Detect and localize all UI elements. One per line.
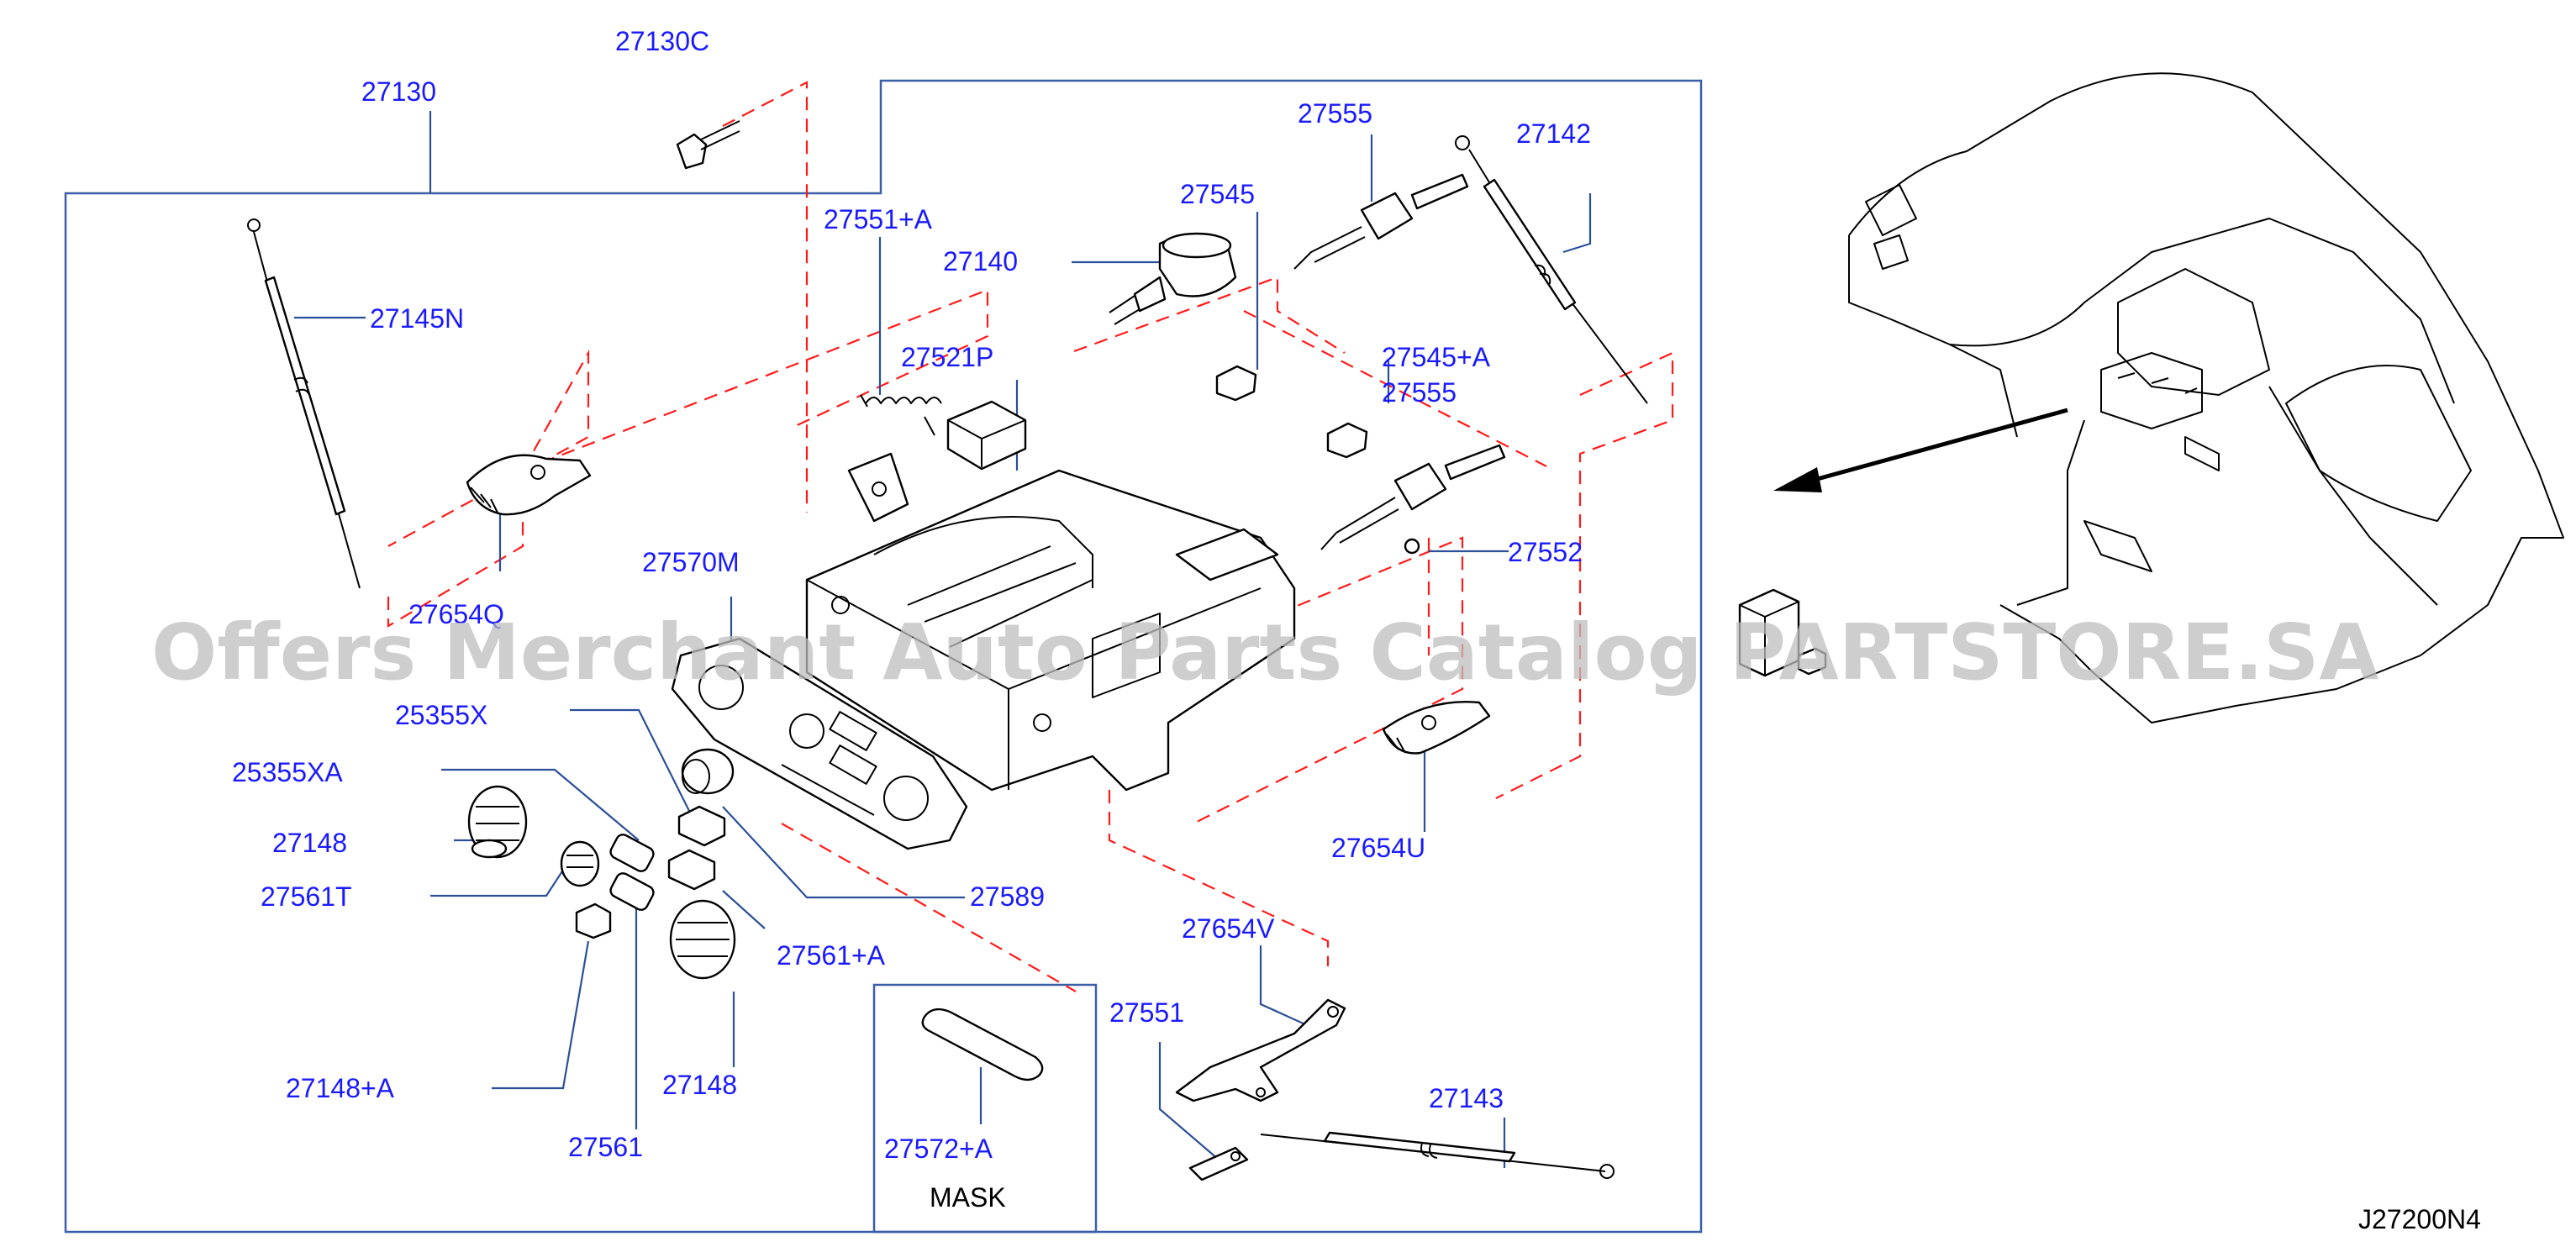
label-27130: 27130 xyxy=(361,76,436,107)
label-27145N: 27145N xyxy=(370,303,464,334)
label-27130C: 27130C xyxy=(615,26,709,56)
button-25355XA xyxy=(609,834,655,911)
label-27521P: 27521P xyxy=(901,342,993,372)
label-27143: 27143 xyxy=(1429,1083,1504,1113)
label-27572A: 27572+A xyxy=(884,1134,993,1164)
label-27148-b: 27148 xyxy=(662,1070,737,1100)
switch-27561A xyxy=(667,849,716,891)
label-27555-a: 27555 xyxy=(1298,98,1372,129)
label-27140: 27140 xyxy=(943,246,1018,276)
label-27552: 27552 xyxy=(1508,537,1583,567)
knob-27561T xyxy=(560,840,600,887)
clip-27545A xyxy=(1326,422,1368,459)
mask-label: MASK xyxy=(930,1182,1006,1213)
label-27561A: 27561+A xyxy=(777,940,886,971)
label-27654V: 27654V xyxy=(1182,913,1275,944)
clip-27545 xyxy=(1215,365,1257,402)
cable-27143 xyxy=(1260,1131,1615,1179)
label-27654U: 27654U xyxy=(1331,833,1425,863)
label-27551A: 27551+A xyxy=(824,204,933,234)
label-25355XA: 25355XA xyxy=(232,757,343,787)
cable-27142 xyxy=(1455,135,1648,404)
leader-lines xyxy=(294,111,1592,1168)
cable-27145N xyxy=(247,218,361,589)
knob-27148A xyxy=(575,902,612,939)
label-25355X: 25355X xyxy=(395,700,487,730)
spring-27551A xyxy=(860,394,942,436)
label-27555-b: 27555 xyxy=(1382,377,1457,408)
shaft-27555-upper xyxy=(1293,173,1469,270)
side-clip xyxy=(1738,588,1827,677)
main-frame xyxy=(64,79,1703,1234)
ball-27552 xyxy=(1404,538,1420,555)
dashboard-inset xyxy=(1848,72,2564,723)
label-27654Q: 27654Q xyxy=(408,599,504,629)
switch-25355X xyxy=(677,805,726,847)
assembly-dashed-lines xyxy=(387,81,1674,992)
label-27142: 27142 xyxy=(1516,118,1591,149)
label-27148-a: 27148 xyxy=(272,828,347,858)
actuator-27140 xyxy=(1109,232,1237,325)
label-27589: 27589 xyxy=(970,881,1045,912)
bushing-27589 xyxy=(681,748,735,795)
label-27545A: 27545+A xyxy=(1382,342,1491,372)
mask-frame xyxy=(872,983,1098,1234)
control-unit-body xyxy=(805,452,1296,792)
mask-bar-27572A xyxy=(921,1008,1044,1081)
label-27561T: 27561T xyxy=(261,881,352,912)
label-27545: 27545 xyxy=(1180,179,1255,209)
label-27551: 27551 xyxy=(1109,997,1184,1028)
diagram-code: J27200N4 xyxy=(2358,1204,2481,1234)
label-27570M: 27570M xyxy=(642,547,740,577)
lever-27551 xyxy=(1188,1146,1249,1181)
lever-27654U xyxy=(1382,701,1491,755)
bolt-27130C xyxy=(676,120,740,170)
label-27148A: 27148+A xyxy=(286,1073,395,1103)
bracket-27654V xyxy=(1175,998,1346,1102)
face-panel-27570M xyxy=(671,637,968,850)
part-labels: 27130 27130C 27145N 27654Q 27551+A 27140… xyxy=(232,26,2481,1234)
label-27561: 27561 xyxy=(568,1132,643,1162)
watermark-text: Offers Merchant Auto Parts Catalog PARTS… xyxy=(151,608,2379,697)
shaft-27555-lower xyxy=(1320,444,1506,550)
connector-27521P xyxy=(946,400,1027,471)
direction-arrow xyxy=(1773,408,2068,492)
lever-27654Q xyxy=(466,454,592,516)
knob-27148-upper xyxy=(467,785,528,859)
knob-27148-lower xyxy=(669,899,736,980)
